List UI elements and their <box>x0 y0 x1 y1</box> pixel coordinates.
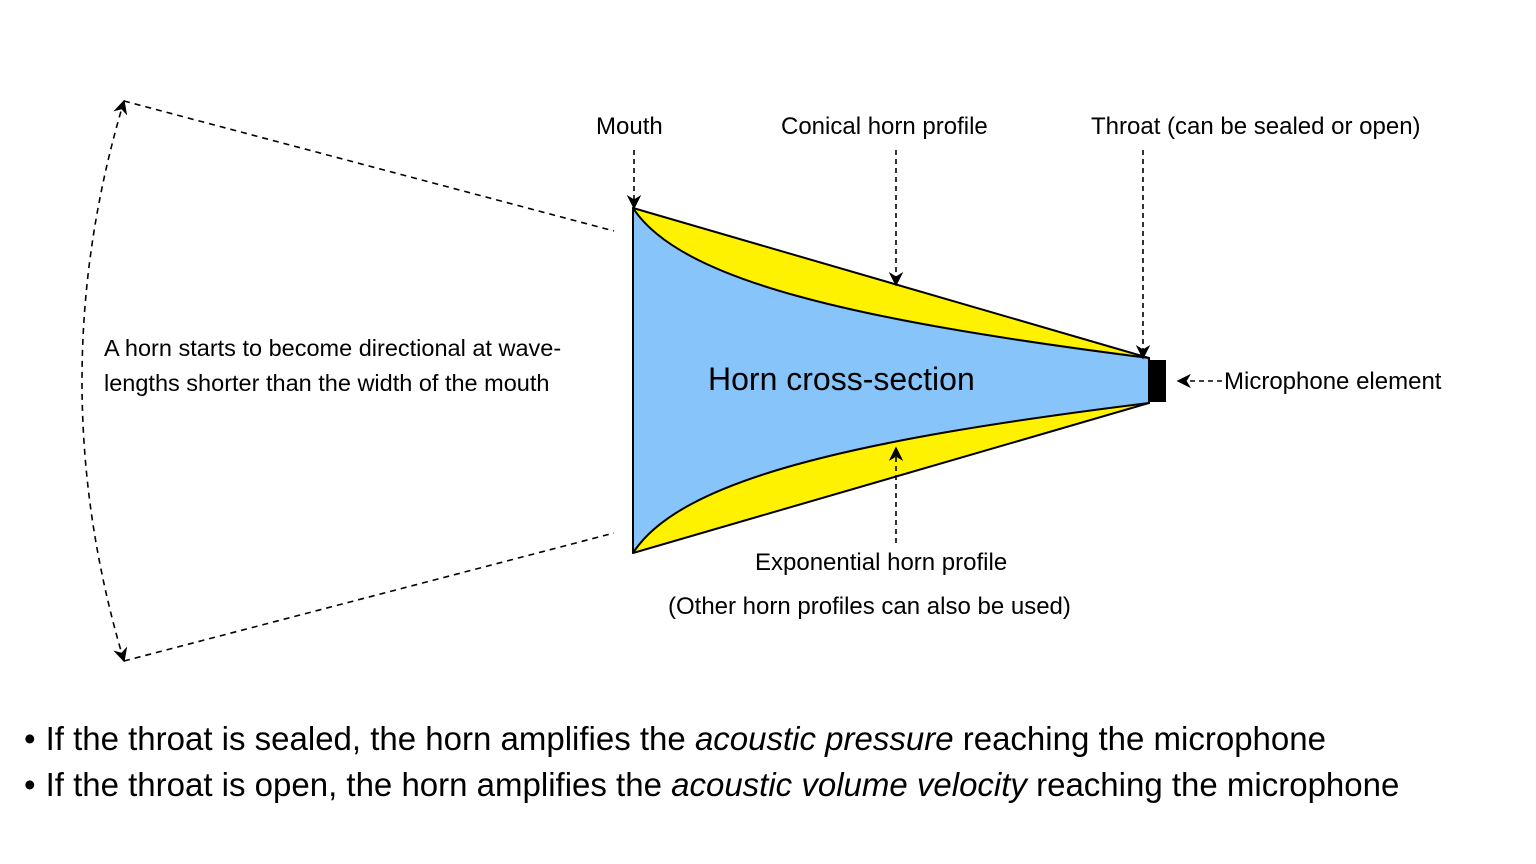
microphone-label: Microphone element <box>1224 368 1442 395</box>
directional-note-line1: A horn starts to become directional at w… <box>104 335 562 361</box>
bullet-list: •If the throat is sealed, the horn ampli… <box>24 716 1399 808</box>
directional-note: A horn starts to become directional at w… <box>104 331 561 401</box>
horn-cross-section-label: Horn cross-section <box>708 361 975 397</box>
bullet-item-sealed: •If the throat is sealed, the horn ampli… <box>24 716 1399 762</box>
directional-note-line2: lengths shorter than the width of the mo… <box>104 370 550 396</box>
throat-label: Throat (can be sealed or open) <box>1091 113 1421 140</box>
other-profiles-label: (Other horn profiles can also be used) <box>668 593 1071 620</box>
conical-profile-label: Conical horn profile <box>781 113 988 140</box>
microphone-element <box>1149 360 1166 402</box>
mouth-label: Mouth <box>596 113 663 140</box>
exponential-horn-shape <box>632 207 1150 554</box>
bullet-item-open: •If the throat is open, the horn amplifi… <box>24 762 1399 808</box>
exponential-profile-label: Exponential horn profile <box>755 549 1008 576</box>
bullet-icon: • <box>24 720 36 757</box>
directivity-lines <box>81 99 615 663</box>
bullet-icon: • <box>24 766 36 803</box>
